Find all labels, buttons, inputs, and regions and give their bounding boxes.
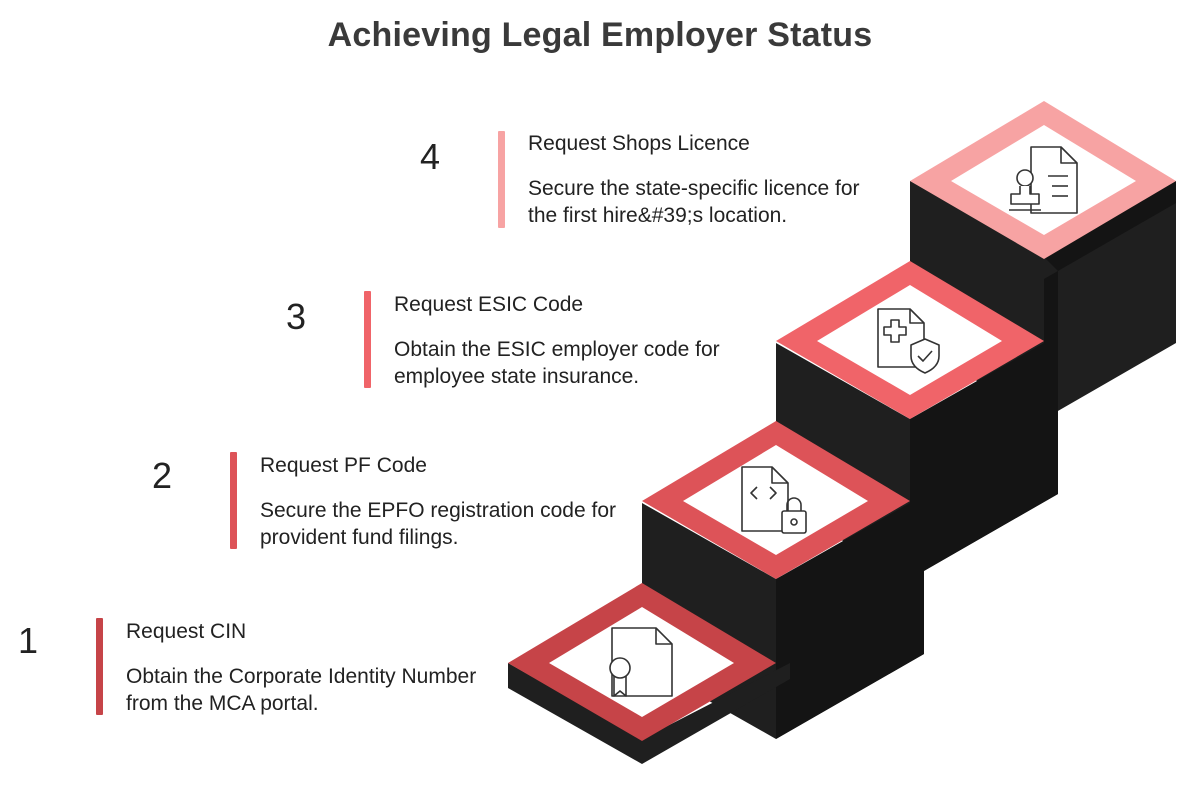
code-file-lock-icon [741,466,807,534]
step-1-bar [96,618,103,715]
step-4-description: Secure the state-specific licence for th… [528,177,860,227]
riser-1 [508,663,790,764]
step-2-bar [230,452,237,549]
step-4-number: 4 [420,136,441,177]
step-1-description: Obtain the Corporate Identity Number fro… [126,665,477,715]
step-4-bar [498,131,505,228]
step-1-top [508,583,776,741]
step-4-title: Request Shops Licence [528,132,750,155]
step-3-title: Request ESIC Code [394,293,584,316]
certificate-document-icon [609,627,673,697]
medical-file-shield-icon [877,308,940,374]
diagram-title: Achieving Legal Employer Status [327,16,873,54]
step-2-top [642,421,910,579]
step-1-number: 1 [18,620,39,661]
step-2-description: Secure the EPFO registration code for pr… [260,499,617,549]
step-3-description: Obtain the ESIC employer code for employ… [394,338,720,388]
step-1-title: Request CIN [126,620,247,643]
step-2-number: 2 [152,455,173,496]
step-3-number: 3 [286,296,307,337]
step-3-bar [364,291,371,388]
step-4-top [910,101,1176,259]
step-3-top [776,261,1044,419]
stamp-document-icon [1009,146,1078,214]
step-2-title: Request PF Code [260,454,427,477]
